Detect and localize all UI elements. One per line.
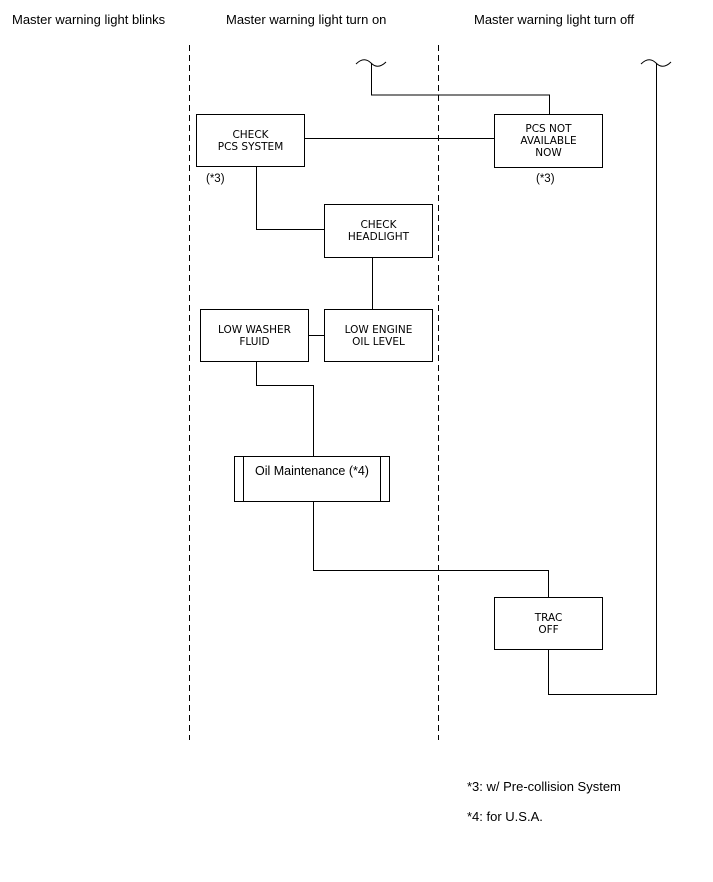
column-header-blinks: Master warning light blinks	[12, 12, 166, 27]
check-pcs-note: (*3)	[206, 173, 225, 185]
pcs-not-available-note: (*3)	[536, 173, 555, 185]
pcs-not-available-box: PCS NOT AVAILABLE NOW	[494, 114, 603, 168]
oil-maintenance-label: Oil Maintenance (*4)	[255, 464, 369, 478]
footnote-4: *4: for U.S.A.	[467, 809, 543, 824]
connector-top-to-pcs-not-available	[371, 63, 550, 114]
low-washer-fluid-box: LOW WASHER FLUID	[200, 309, 309, 362]
connector-trac-return	[548, 63, 657, 695]
oil-maintenance-left-bar	[235, 457, 244, 501]
connector-pcs-to-headlight	[256, 167, 324, 230]
oil-maintenance-right-bar	[380, 457, 389, 501]
oil-maintenance-box: Oil Maintenance (*4)	[234, 456, 390, 502]
column-header-turn-off: Master warning light turn off	[474, 12, 635, 27]
check-pcs-system-box: CHECK PCS SYSTEM	[196, 114, 305, 167]
low-engine-oil-level-box: LOW ENGINE OIL LEVEL	[324, 309, 433, 362]
trac-off-box: TRAC OFF	[494, 597, 603, 650]
check-headlight-box: CHECK HEADLIGHT	[324, 204, 433, 258]
footnote-3: *3: w/ Pre-collision System	[467, 779, 621, 794]
connector-oil-to-trac	[313, 502, 549, 597]
connector-washer-to-oil-maintenance	[256, 362, 314, 456]
column-header-turn-on: Master warning light turn on	[226, 12, 387, 27]
